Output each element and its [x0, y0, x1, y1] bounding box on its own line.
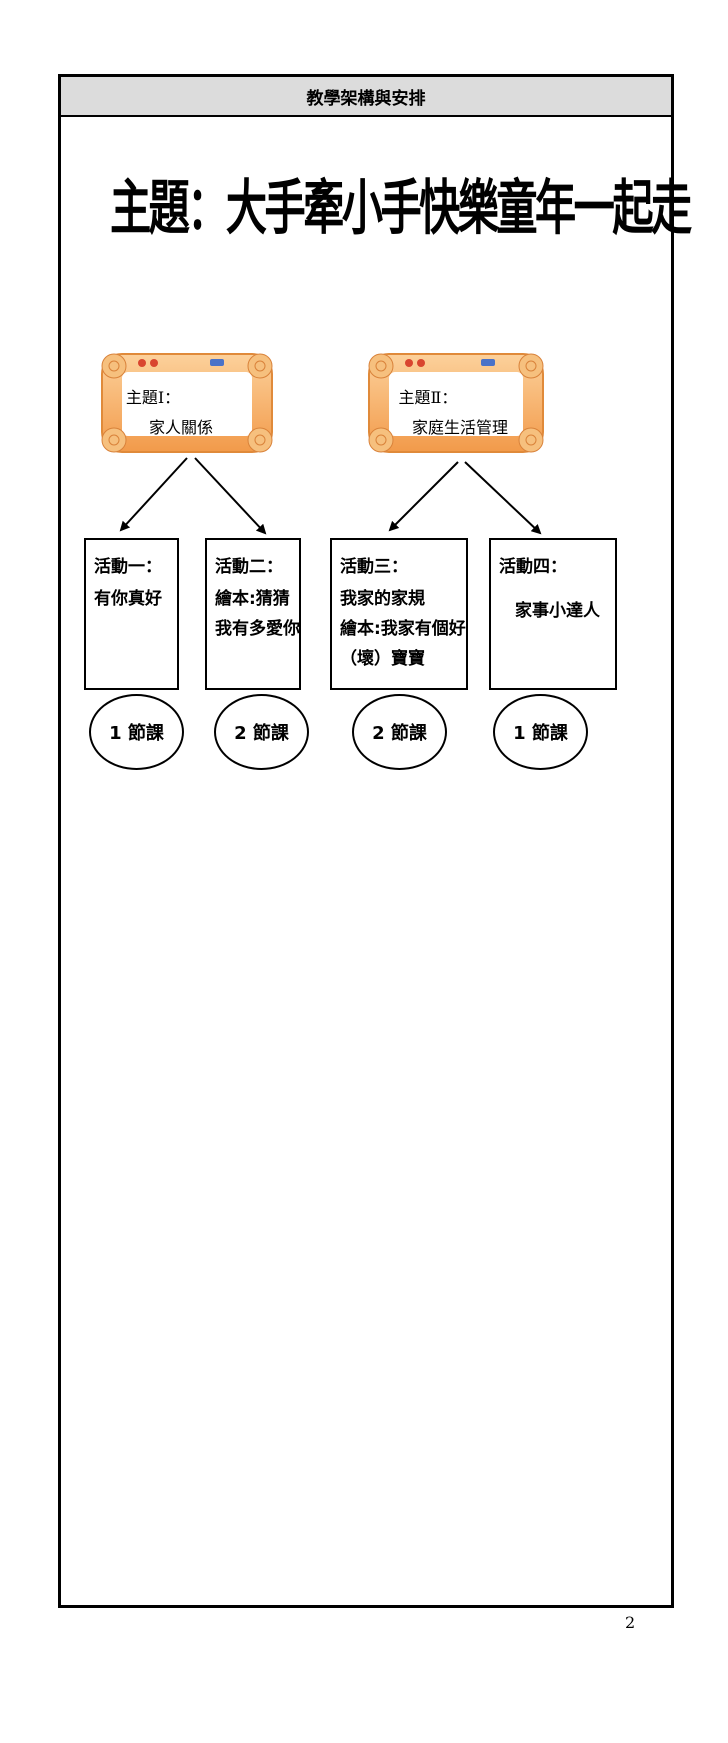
lesson-count-oval-4: 1 節課: [493, 694, 588, 770]
arrow-1: [119, 457, 188, 532]
content-frame: 教學架構與安排: [58, 74, 674, 1608]
lesson-count-3: 2 節課: [372, 723, 427, 744]
activity-4-heading: 活動四：: [499, 557, 567, 577]
section-header-title: 教學架構與安排: [306, 88, 426, 109]
theme-2-label: 主題Ⅱ：: [398, 388, 458, 407]
activity-2-line-1: 繪本:猜猜: [215, 589, 290, 609]
lesson-count-oval-1: 1 節課: [89, 694, 184, 770]
page-title: 主題：大手牽小手快樂童年一起走: [110, 173, 692, 243]
activity-3-heading: 活動三：: [340, 557, 408, 577]
theme-plaque-1: 主題Ⅰ： 家人關係: [98, 350, 276, 456]
page-number: 2: [625, 1613, 636, 1632]
activity-4-line-1: 家事小達人: [515, 601, 600, 621]
activity-2-line-2: 我有多愛你: [215, 619, 300, 639]
arrow-4: [464, 461, 542, 535]
activity-box-3: 活動三： 我家的家規 繪本:我家有個好 （壞）寶寶: [330, 538, 468, 690]
theme-1-label: 主題Ⅰ：: [125, 388, 181, 407]
lesson-count-oval-3: 2 節課: [352, 694, 447, 770]
activity-box-4: 活動四： 家事小達人: [489, 538, 617, 690]
plaque-frame-icon: [368, 353, 544, 453]
activity-3-line-2: 繪本:我家有個好: [340, 619, 466, 639]
activity-box-1: 活動一： 有你真好: [84, 538, 179, 690]
activity-1-line-1: 有你真好: [94, 589, 162, 609]
arrow-3: [388, 461, 459, 532]
theme-plaque-2: 主題Ⅱ： 家庭生活管理: [365, 350, 547, 456]
activity-2-heading: 活動二：: [215, 557, 283, 577]
plaque-frame-icon: [101, 353, 273, 453]
theme-2-name: 家庭生活管理: [411, 418, 508, 437]
section-header: 教學架構與安排: [61, 77, 671, 117]
theme-1-name: 家人關係: [148, 418, 213, 437]
lesson-count-1: 1 節課: [109, 723, 164, 744]
lesson-count-2: 2 節課: [234, 723, 289, 744]
lesson-count-4: 1 節課: [513, 723, 568, 744]
activity-box-2: 活動二： 繪本:猜猜 我有多愛你: [205, 538, 301, 690]
lesson-count-oval-2: 2 節課: [214, 694, 309, 770]
activity-3-line-1: 我家的家規: [340, 589, 425, 609]
activity-1-heading: 活動一：: [94, 557, 162, 577]
activity-3-line-3: （壞）寶寶: [340, 649, 425, 669]
arrow-2: [194, 457, 267, 535]
